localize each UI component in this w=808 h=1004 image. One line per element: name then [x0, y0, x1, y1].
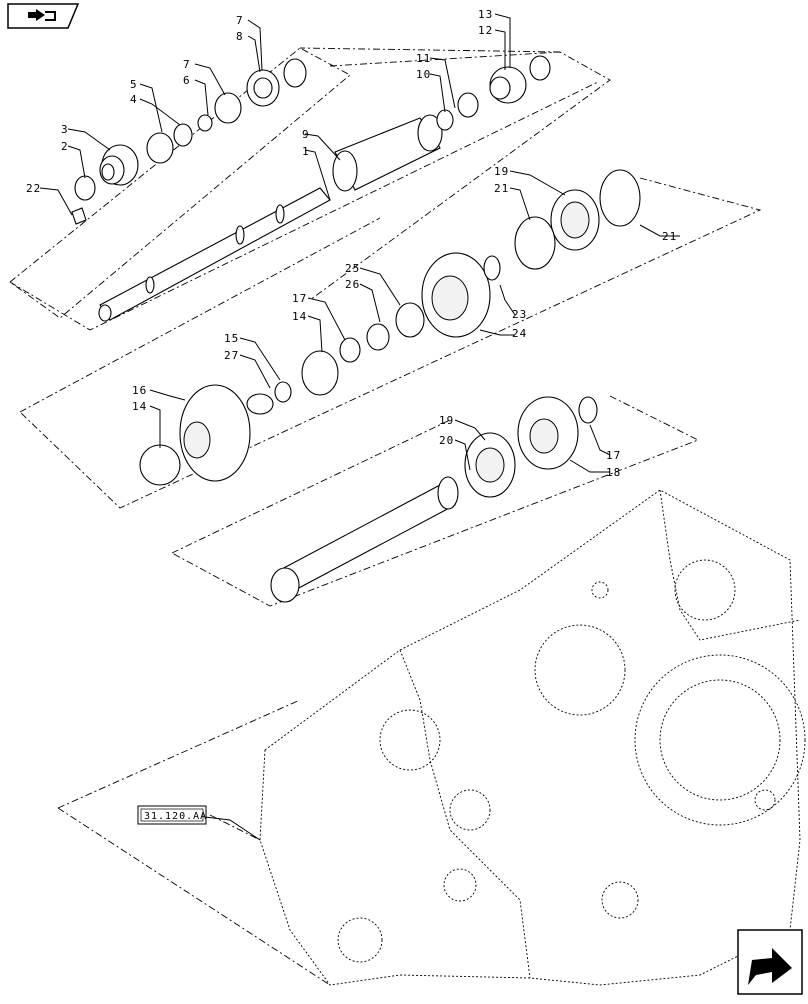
ring-23 [483, 255, 501, 281]
bolt-22 [71, 207, 87, 225]
callout-8: 8 [236, 30, 244, 43]
callout-21-b: 21 [662, 230, 677, 243]
ring-2 [74, 175, 96, 201]
bearing-8-bore [253, 77, 273, 99]
callout-14-a: 14 [292, 310, 307, 323]
sleeve-tube [332, 114, 443, 192]
callout-2: 2 [61, 140, 69, 153]
callout-3: 3 [61, 123, 69, 136]
callout-9: 9 [302, 128, 310, 141]
ring-11 [457, 92, 479, 118]
bearing-24-inner [431, 275, 469, 321]
callout-19-b: 19 [439, 414, 454, 427]
callout-1: 1 [302, 145, 310, 158]
ring-10 [436, 109, 454, 131]
bearing-19-inner [560, 201, 590, 239]
callout-27: 27 [224, 349, 239, 362]
reference-box[interactable]: 31.120.AA [137, 805, 207, 825]
nut-14 [139, 444, 181, 486]
group-outline-top [9, 47, 611, 319]
callout-14-b: 14 [132, 400, 147, 413]
callout-23: 23 [512, 308, 527, 321]
callout-25: 25 [345, 262, 360, 275]
callout-12: 12 [478, 24, 493, 37]
flange-16-spline [183, 421, 211, 459]
washer-5 [173, 123, 193, 147]
ring-26 [366, 323, 390, 351]
callout-13: 13 [478, 8, 493, 21]
callout-4: 4 [130, 93, 138, 106]
callout-24: 24 [512, 327, 527, 340]
callout-18: 18 [606, 466, 621, 479]
callout-20: 20 [439, 434, 454, 447]
callout-10: 10 [416, 68, 431, 81]
washer-15 [246, 393, 274, 415]
bearing-19-lower-inner [475, 447, 505, 483]
bearing-18-inner [529, 418, 559, 454]
callout-22: 22 [26, 182, 41, 195]
callout-7-b: 7 [236, 14, 244, 27]
circlip-17 [578, 396, 598, 424]
group-outline-upper-shaft [9, 81, 599, 331]
bushing-25 [395, 302, 425, 338]
group-outline-housing [57, 699, 331, 986]
transmission-housing [259, 489, 806, 986]
hub-12-bore [489, 76, 511, 100]
ring-17 [339, 337, 361, 363]
callout-17-a: 17 [292, 292, 307, 305]
circlip-7 [214, 92, 242, 124]
bearing-hub-2-3 [99, 144, 139, 186]
next-page-arrow-icon[interactable] [737, 929, 803, 995]
snap-ring-4 [146, 132, 174, 164]
needle-bearing-27 [274, 381, 292, 403]
circlip-21-right [599, 169, 641, 227]
circlip-21-left [514, 216, 556, 270]
gear-14 [301, 350, 339, 396]
callout-5: 5 [130, 78, 138, 91]
book-arrow-icon[interactable] [7, 3, 80, 29]
ring-6 [197, 114, 213, 132]
reference-label[interactable]: 31.120.AA [144, 811, 207, 822]
group-outline-lower [171, 395, 700, 607]
leader-lines [39, 13, 680, 841]
callout-11: 11 [416, 52, 431, 65]
callout-17-b: 17 [606, 449, 621, 462]
callout-16: 16 [132, 384, 147, 397]
callout-21-a: 21 [494, 182, 509, 195]
group-outline-middle [19, 177, 762, 509]
callout-15: 15 [224, 332, 239, 345]
output-shaft-20 [270, 476, 459, 603]
ring-13 [529, 55, 551, 81]
callout-labels: 9 1 3 2 22 5 4 7 6 7 8 11 10 13 12 19 21… [26, 8, 677, 479]
circlip-7-b [283, 58, 307, 88]
callout-19-a: 19 [494, 165, 509, 178]
callout-26: 26 [345, 278, 360, 291]
callout-6: 6 [183, 74, 191, 87]
callout-7-a: 7 [183, 58, 191, 71]
